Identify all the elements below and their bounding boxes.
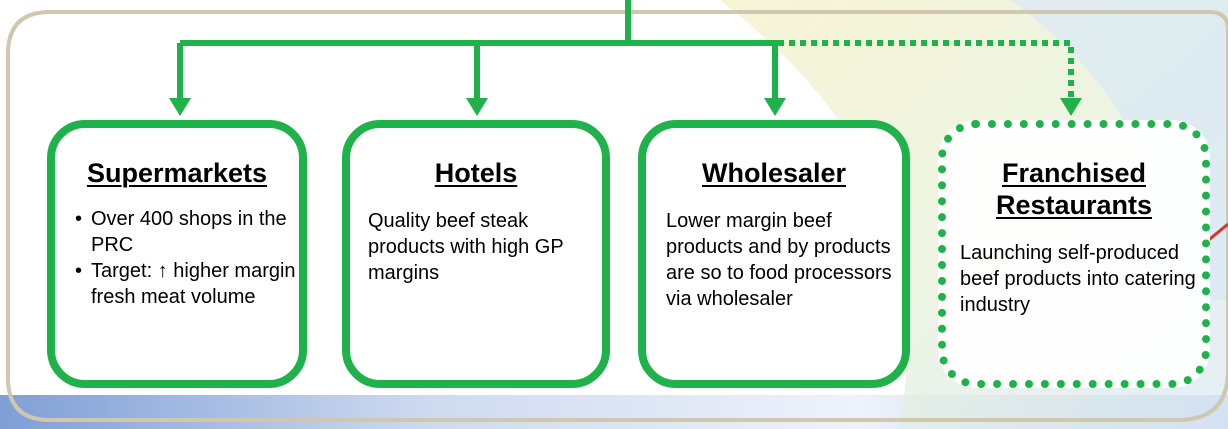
supermarkets-bullet-1: Over 400 shops in the PRC xyxy=(75,206,299,258)
franchised-restaurants-description: Launching self-produced beef products in… xyxy=(960,242,1196,316)
arrow-wholesaler xyxy=(764,98,786,116)
connector-arrowheads xyxy=(169,98,1082,116)
wholesaler-title: Wholesaler xyxy=(701,158,847,188)
arrow-supermarkets xyxy=(169,98,191,116)
container-frame xyxy=(6,10,1228,422)
connector-lines xyxy=(177,0,778,100)
hotels-title: Hotels xyxy=(434,158,518,188)
wholesaler-card: Wholesaler Lower margin beef products an… xyxy=(638,120,910,388)
supermarkets-bullets: Over 400 shops in the PRC Target: ↑ high… xyxy=(75,206,299,310)
franchised-restaurants-title: Franchised Restaurants xyxy=(995,158,1153,220)
arrow-franchised xyxy=(1060,98,1082,116)
arrow-hotels xyxy=(466,98,488,116)
hotels-description: Quality beef steak products with high GP… xyxy=(368,210,564,284)
hotels-card: Hotels Quality beef steak products with … xyxy=(342,120,610,388)
supermarkets-card: Supermarkets Over 400 shops in the PRC T… xyxy=(47,120,307,388)
wholesaler-description: Lower margin beef products and by produc… xyxy=(666,210,892,310)
franchised-restaurants-card: Franchised Restaurants Launching self-pr… xyxy=(938,120,1210,388)
dashed-connector xyxy=(778,40,1074,100)
supermarkets-bullet-2: Target: ↑ higher margin fresh meat volum… xyxy=(75,258,299,310)
supermarkets-title: Supermarkets xyxy=(86,158,268,188)
